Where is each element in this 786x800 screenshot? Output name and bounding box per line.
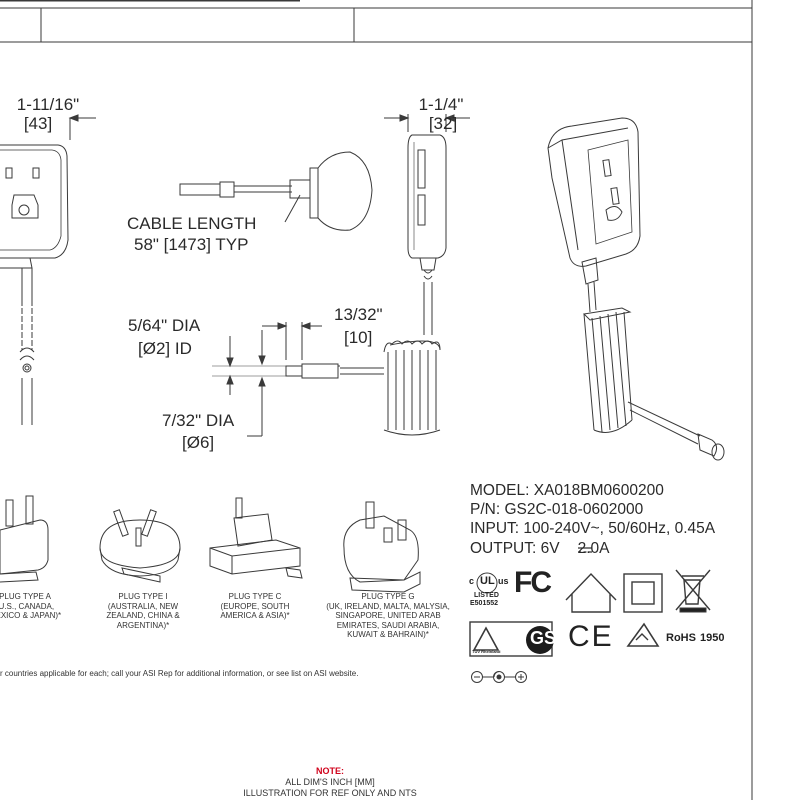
model-number: MODEL: XA018BM0600200 bbox=[470, 482, 664, 499]
input-rating: INPUT: 100-240V~, 50/60Hz, 0.45A bbox=[470, 520, 716, 537]
rohs-year: 1950 bbox=[700, 632, 725, 644]
plug-caption-line: PLUG TYPE C bbox=[228, 592, 282, 601]
coiled-cable bbox=[340, 340, 441, 436]
part-number: P/N: GS2C-018-0602000 bbox=[470, 501, 644, 518]
gs-mark: GS bbox=[530, 628, 557, 648]
plug-caption-line: KUWAIT & BAHRAIN)* bbox=[347, 630, 429, 639]
ul-file-number: E501552 bbox=[470, 600, 499, 607]
plug-type-g-drawing bbox=[343, 501, 421, 593]
plug-caption-line: ZEALAND, CHINA & bbox=[106, 611, 180, 620]
plug-caption-line: ARGENTINA)* bbox=[116, 620, 170, 630]
plug-footnote: r countries applicable for each; call yo… bbox=[0, 669, 359, 678]
rohs-mark: RoHS bbox=[666, 632, 696, 644]
tuv-label: TÜV Rheinland bbox=[472, 649, 501, 654]
note-line: ILLUSTRATION FOR REF ONLY AND NTS bbox=[243, 788, 417, 798]
plug-caption-line: EMIRATES, SAUDI ARABIA, bbox=[336, 620, 440, 630]
plug-caption-line: PLUG TYPE I bbox=[118, 592, 168, 601]
plug-caption-line: SINGAPORE, UNITED ARAB bbox=[335, 611, 441, 620]
cable-length-value: 58" [1473] TYP bbox=[134, 235, 249, 254]
outer-diameter-label: 7/32" DIA bbox=[162, 411, 235, 430]
tip-length-label: 13/32" bbox=[334, 305, 383, 324]
plug-type-c-caption: PLUG TYPE C (EUROPE, SOUTH AMERICA & ASI… bbox=[200, 592, 310, 621]
dc-plug-assembly bbox=[179, 151, 373, 231]
plug-caption-line: (UK, IRELAND, MALTA, MALYSIA, bbox=[326, 601, 450, 611]
ul-listed-label: LISTED bbox=[474, 592, 499, 599]
note-title: NOTE: bbox=[316, 766, 344, 776]
outer-diameter-value: [Ø6] bbox=[182, 433, 215, 452]
plug-type-i-drawing bbox=[99, 509, 181, 583]
plug-caption-line: (EUROPE, SOUTH bbox=[220, 601, 290, 611]
depth-dimension-label: 1-1/4" bbox=[418, 95, 464, 114]
plug-type-a-drawing bbox=[0, 495, 49, 583]
plug-caption-line: PLUG TYPE A bbox=[0, 592, 51, 601]
width-dimension-label: 1-11/16" bbox=[16, 95, 80, 114]
plug-caption-line: MEXICO & JAPAN)* bbox=[0, 611, 62, 620]
ul-logo-icon: UL bbox=[480, 575, 495, 587]
plug-type-a-caption: PLUG TYPE A (U.S., CANADA, MEXICO & JAPA… bbox=[0, 592, 80, 621]
plug-type-i-caption: PLUG TYPE I (AUSTRALIA, NEW ZEALAND, CHI… bbox=[88, 592, 198, 630]
front-view bbox=[0, 144, 69, 425]
side-view bbox=[407, 134, 447, 335]
tip-length-mm: [10] bbox=[344, 328, 373, 347]
note-line: ALL DIM'S INCH [MM] bbox=[285, 777, 375, 787]
plug-caption-line: PLUG TYPE G bbox=[361, 592, 415, 601]
output-suffix: 2.0A bbox=[577, 540, 610, 557]
ul-us-mark: us bbox=[498, 576, 509, 586]
plug-caption-line: (AUSTRALIA, NEW bbox=[107, 601, 179, 611]
output-rating: OUTPUT: 6V 2.0A bbox=[470, 539, 609, 558]
plug-type-g-caption: PLUG TYPE G (UK, IRELAND, MALTA, MALYSIA… bbox=[318, 592, 458, 640]
ul-c-mark: c bbox=[469, 576, 475, 586]
depth-dimension-mm: [32] bbox=[428, 114, 458, 133]
width-dimension-mm: [43] bbox=[23, 114, 53, 133]
plug-caption-line: (U.S., CANADA, bbox=[0, 601, 55, 611]
plug-type-c-drawing bbox=[209, 497, 303, 579]
plug-caption-line: AMERICA & ASIA)* bbox=[220, 611, 290, 620]
ce-mark: CE bbox=[568, 620, 614, 653]
note-block: NOTE: ALL DIM'S INCH [MM] ILLUSTRATION F… bbox=[210, 766, 450, 799]
isometric-view bbox=[547, 117, 725, 461]
inner-diameter-value: [Ø2] ID bbox=[138, 339, 192, 358]
inner-diameter-label: 5/64" DIA bbox=[128, 316, 201, 335]
cable-length-title: CABLE LENGTH bbox=[127, 214, 257, 233]
output-prefix: OUTPUT: 6V bbox=[470, 540, 560, 557]
fcc-mark: FC bbox=[514, 566, 552, 599]
dc-tip-detail bbox=[212, 322, 340, 437]
